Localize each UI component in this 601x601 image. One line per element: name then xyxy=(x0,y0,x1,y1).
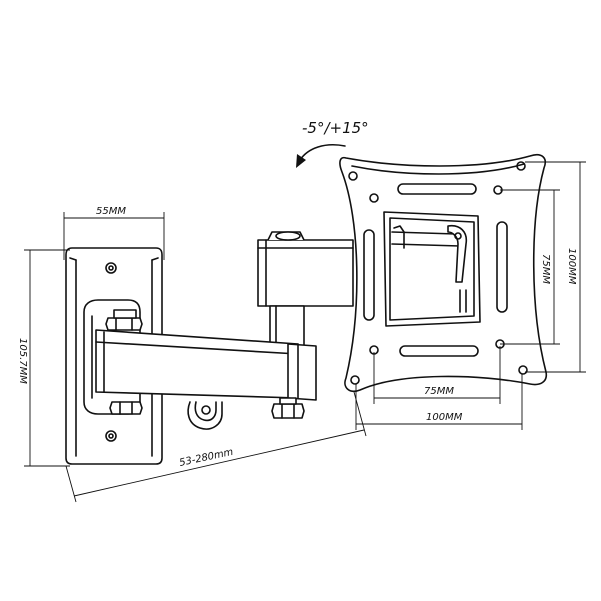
dim-vesa-horizontal-75-label: 75MM xyxy=(424,386,454,397)
bolt-bottom-left xyxy=(109,401,143,415)
vesa-slot-top xyxy=(397,183,477,195)
wall-plate-hole-top xyxy=(105,262,117,274)
dim-vesa-vertical-75-label: 75MM xyxy=(540,254,551,284)
vesa-slot-left xyxy=(363,229,375,321)
vesa-hole-100-bl xyxy=(350,375,360,385)
vesa-hole-75-tl xyxy=(369,193,379,203)
tilt-arrow-arc xyxy=(299,144,346,161)
dim-vesa-vertical: 75MM 100MM xyxy=(500,161,586,373)
wall-plate-hole-bottom xyxy=(105,430,117,442)
tilt-label: -5°/+15° xyxy=(302,119,369,137)
dim-wall-plate-height-label: 105.7MM xyxy=(17,338,28,384)
rear-arm xyxy=(257,231,354,347)
dim-vesa-horizontal: 75MM 100MM xyxy=(355,346,523,430)
dim-vesa-horizontal-100-label: 100MM xyxy=(426,412,463,423)
vesa-slot-right xyxy=(496,221,508,313)
vesa-hole-100-br xyxy=(518,365,528,375)
vesa-hole-100-tl xyxy=(348,171,358,181)
dim-vesa-vertical-100-label: 100MM xyxy=(566,248,577,285)
vesa-plate xyxy=(339,153,548,393)
dim-wall-plate-height: 105.7MM xyxy=(17,249,70,467)
dim-wall-plate-width: 55MM xyxy=(63,206,165,260)
tilt-arrow-head xyxy=(296,154,306,168)
vesa-hole-100-tr xyxy=(516,161,526,171)
cable-hook xyxy=(187,401,223,430)
front-arm xyxy=(95,329,317,401)
vesa-slot-bottom xyxy=(399,345,479,357)
bolt-top xyxy=(105,309,143,331)
dim-wall-plate-width-label: 55MM xyxy=(96,206,126,217)
bolt-bottom-right xyxy=(271,397,305,419)
tilt-indicator: -5°/+15° xyxy=(296,119,369,168)
